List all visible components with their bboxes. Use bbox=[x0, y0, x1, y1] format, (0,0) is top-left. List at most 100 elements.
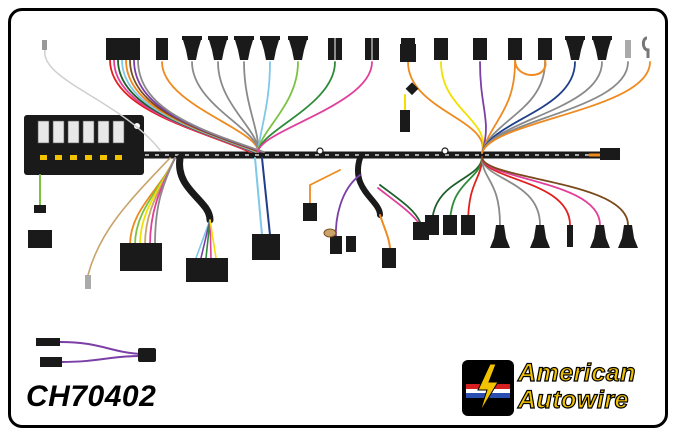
connector-inline bbox=[34, 205, 46, 213]
harness-clip bbox=[316, 147, 324, 155]
connector-multi-pin bbox=[120, 243, 162, 271]
fuse-slot bbox=[37, 120, 50, 144]
connector-single bbox=[473, 38, 487, 60]
wire bbox=[44, 49, 161, 151]
wire bbox=[257, 61, 373, 153]
bulb-socket bbox=[490, 225, 510, 248]
bulb-socket bbox=[618, 225, 638, 248]
brand-name-line-1: American bbox=[517, 359, 636, 387]
fuse-blade bbox=[100, 155, 107, 160]
american-autowire-logo: American Autowire bbox=[460, 358, 666, 418]
bulb-socket bbox=[183, 40, 201, 60]
jumper-connector-3 bbox=[138, 348, 156, 362]
wire bbox=[379, 184, 421, 223]
wire bbox=[154, 157, 176, 246]
lightning-bolt-icon bbox=[462, 360, 514, 416]
socket-flange bbox=[208, 36, 228, 40]
connector-single bbox=[443, 215, 457, 235]
wire bbox=[257, 61, 271, 153]
harness-clip bbox=[441, 147, 449, 155]
connector-multi-pin bbox=[106, 38, 140, 60]
connector-multi-pin bbox=[186, 258, 228, 282]
wire bbox=[481, 156, 629, 226]
connector-single bbox=[413, 222, 429, 240]
bulb-socket bbox=[530, 225, 550, 248]
brand-name-line-2: Autowire bbox=[517, 386, 629, 414]
bulb-socket bbox=[566, 40, 584, 60]
connector-single bbox=[28, 230, 52, 248]
jumper-connector-2 bbox=[40, 357, 62, 367]
fuse-box bbox=[24, 115, 144, 175]
end-plug bbox=[600, 148, 620, 160]
terminal bbox=[42, 40, 47, 50]
wire bbox=[257, 61, 299, 153]
terminal bbox=[625, 40, 631, 58]
part-number-label: CH70402 bbox=[26, 380, 157, 413]
wire bbox=[205, 219, 211, 259]
fuse-blade bbox=[70, 155, 77, 160]
diode bbox=[405, 82, 419, 96]
connector-single bbox=[508, 38, 522, 60]
wire bbox=[87, 157, 171, 276]
connector-single bbox=[346, 236, 356, 252]
socket-flange bbox=[565, 36, 585, 40]
fuse-slot bbox=[82, 120, 95, 144]
bulb-socket bbox=[235, 40, 253, 60]
connector-single bbox=[382, 248, 396, 268]
connector-single bbox=[156, 38, 168, 60]
wire bbox=[355, 155, 383, 218]
socket-flange bbox=[260, 36, 280, 40]
wire bbox=[481, 156, 501, 226]
bulb-socket bbox=[209, 40, 227, 60]
socket-flange bbox=[182, 36, 202, 40]
wire bbox=[481, 61, 651, 154]
jumper-harness bbox=[36, 338, 156, 367]
wire bbox=[335, 174, 361, 239]
resistor bbox=[323, 228, 337, 238]
fuse-slot bbox=[52, 120, 65, 144]
connector-single bbox=[330, 236, 342, 254]
fuse-blade bbox=[40, 155, 47, 160]
fuse-slot bbox=[97, 120, 110, 144]
connector-single bbox=[461, 215, 475, 235]
wire bbox=[200, 219, 211, 259]
connector-single bbox=[400, 110, 410, 132]
terminal bbox=[567, 225, 573, 247]
wire bbox=[431, 156, 483, 226]
wire bbox=[176, 154, 214, 224]
terminal bbox=[85, 275, 91, 289]
bulb-socket bbox=[261, 40, 279, 60]
wire bbox=[377, 187, 419, 223]
wire bbox=[309, 169, 341, 206]
wire bbox=[440, 61, 485, 154]
connector-single bbox=[538, 38, 552, 60]
fuse-blade bbox=[85, 155, 92, 160]
wire bbox=[161, 61, 259, 153]
socket-flange bbox=[592, 36, 612, 40]
wire bbox=[191, 61, 259, 153]
wire bbox=[261, 157, 271, 236]
wire bbox=[479, 61, 487, 154]
wire bbox=[379, 214, 391, 251]
wire bbox=[195, 219, 211, 259]
bulb-socket bbox=[289, 40, 307, 60]
bulb-socket bbox=[590, 225, 610, 248]
relay-connector bbox=[400, 44, 416, 62]
jumper-connector-1 bbox=[36, 338, 60, 346]
wire bbox=[209, 219, 217, 259]
connector-block bbox=[252, 234, 280, 260]
connector-single bbox=[303, 203, 317, 221]
fuse-slot bbox=[112, 120, 125, 144]
fuse-blade bbox=[115, 155, 122, 160]
wire bbox=[467, 156, 483, 226]
wire bbox=[137, 59, 265, 153]
wire bbox=[407, 61, 484, 154]
wire bbox=[481, 61, 516, 154]
connector-single bbox=[434, 38, 448, 60]
wire bbox=[209, 219, 212, 259]
hook-terminal bbox=[641, 36, 650, 58]
wire bbox=[514, 59, 547, 76]
wire bbox=[254, 157, 263, 236]
